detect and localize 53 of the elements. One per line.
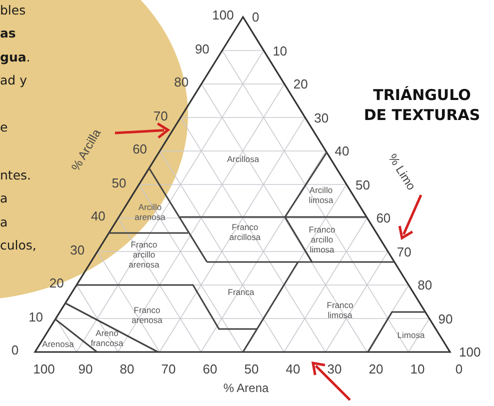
tick-label: 0: [252, 10, 260, 24]
tick-label: 0: [455, 362, 463, 376]
tick-label: 70: [153, 108, 168, 123]
region-label: Limosa: [396, 331, 426, 341]
tick-label: 90: [78, 362, 93, 376]
tick-label: 70: [396, 244, 412, 259]
tick-label: 20: [368, 362, 384, 376]
paragraph-fragment: a: [0, 190, 8, 206]
paragraph-fragment: culos,: [0, 238, 36, 252]
region-label: Arcillo limosa: [308, 186, 334, 206]
paragraph-fragment: ad y: [0, 72, 27, 88]
region-label: Franco arcillo limosa: [308, 225, 336, 255]
tick-label: 90: [438, 311, 453, 326]
tick-label: 0: [11, 342, 19, 358]
region-label: Franco arenosa: [130, 306, 164, 326]
region-label: Franco arcillo arenosa: [128, 240, 160, 270]
tick-label: 90: [194, 41, 210, 56]
tick-label: 100: [459, 344, 481, 360]
tick-label: 50: [112, 175, 126, 190]
paragraph-fragment: bles: [0, 2, 26, 18]
tick-label: 50: [244, 362, 259, 376]
tick-label: 10: [272, 43, 288, 58]
paragraph-fragment: gua.: [0, 50, 30, 64]
tick-label: 40: [90, 208, 106, 224]
region-label: Arcillosa: [226, 155, 260, 165]
tick-label: 30: [70, 242, 85, 257]
tick-label: 30: [314, 110, 329, 125]
tick-label: 10: [410, 362, 425, 376]
region-label: Franco limosa: [326, 301, 354, 321]
title: TRIÁNGULO DE TEXTURAS: [362, 84, 482, 126]
paragraph-fragment: a: [0, 214, 8, 230]
tick-label: 80: [120, 362, 134, 376]
axis-title: % Arena: [223, 381, 269, 395]
tick-label: 70: [161, 362, 176, 376]
region-label: Franca: [226, 288, 256, 298]
region-label: Arenosa: [41, 340, 75, 350]
tick-label: 10: [28, 309, 44, 324]
region-label: Franco arcillosa: [228, 223, 262, 243]
paragraph-fragment: as: [0, 26, 16, 40]
paragraph-fragment: ntes.: [0, 168, 31, 182]
tick-label: 60: [376, 210, 391, 226]
region-label: Areno francosa: [90, 329, 124, 349]
tick-label: 60: [132, 142, 148, 156]
tick-label: 100: [212, 8, 234, 22]
tick-label: 100: [33, 362, 55, 376]
tick-label: 40: [286, 362, 300, 376]
tick-label: 40: [334, 144, 350, 158]
tick-label: 80: [418, 278, 432, 292]
tick-label: 30: [327, 362, 342, 376]
paragraph-fragment: e: [0, 120, 8, 134]
tick-label: 20: [293, 76, 308, 92]
tick-label: 50: [356, 177, 370, 192]
tick-label: 60: [202, 362, 218, 376]
